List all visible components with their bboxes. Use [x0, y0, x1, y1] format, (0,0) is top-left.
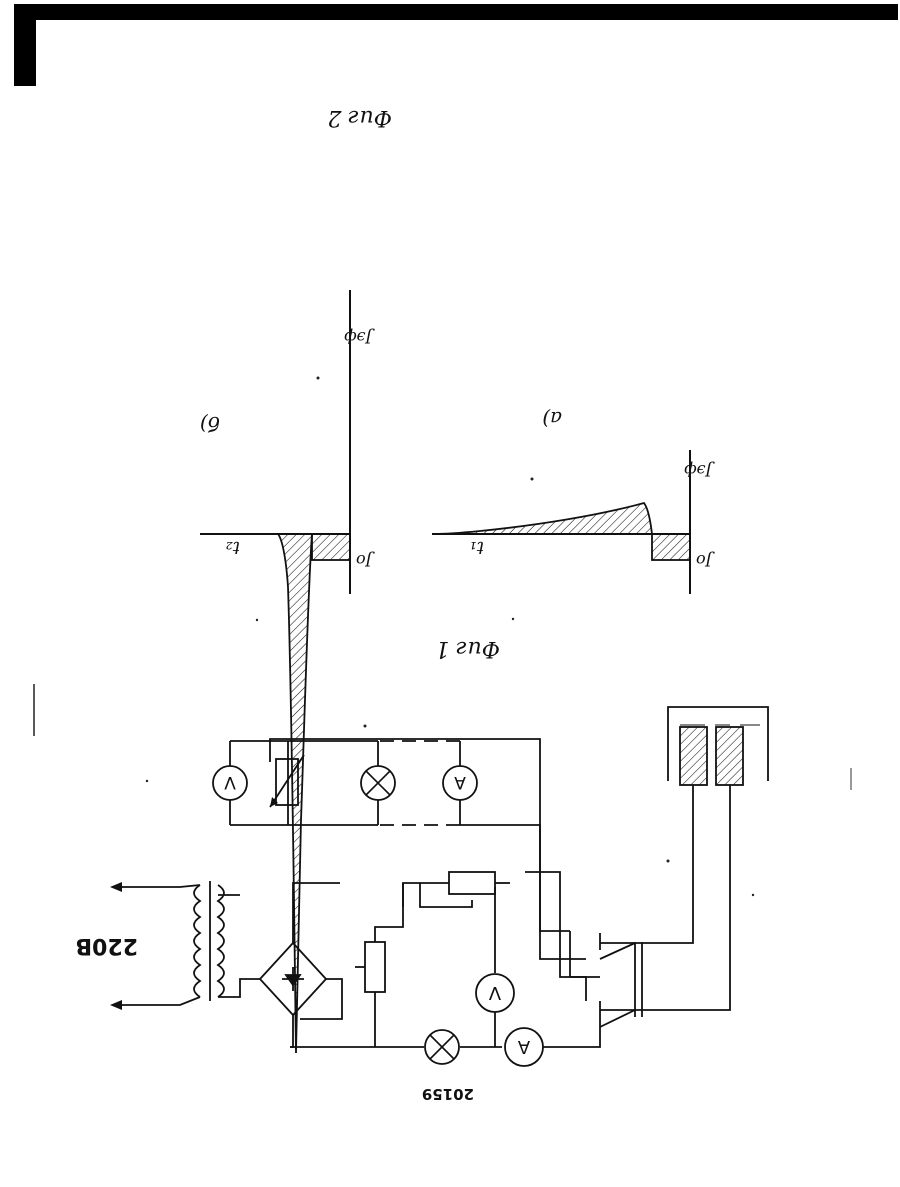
electrode-right — [680, 727, 707, 785]
wire-main-1 — [543, 1019, 600, 1047]
ammeter-1: A — [505, 1028, 543, 1066]
graph-b: Jэф Jо t₂ б) — [200, 290, 375, 1053]
graph-a-y-label-top: Jэф — [684, 461, 715, 480]
graph-b-x-label: t₂ — [226, 537, 240, 558]
ammeter-2: A — [443, 766, 477, 800]
fig1-caption: Фиг 1 — [435, 636, 500, 661]
panel-b-label: б) — [200, 412, 220, 436]
graph-b-y-label-top: Jэф — [344, 328, 375, 347]
supply-lead-2 — [120, 885, 200, 887]
voltmeter-1: V — [476, 974, 514, 1012]
potentiometer — [449, 872, 495, 894]
fig2-caption: Фиг 2 — [327, 105, 392, 130]
svg-text:A: A — [517, 1036, 530, 1057]
potentiometer-slider — [420, 883, 472, 907]
panel-a-label: а) — [542, 407, 562, 431]
graph-a-y-label-bottom: Jо — [696, 551, 715, 570]
graph-a: Jэф Jо t₁ а) — [432, 407, 715, 594]
lamp-1 — [425, 1030, 459, 1064]
rectifier-bridge — [260, 943, 326, 1015]
lead-left-electrode — [600, 785, 730, 1010]
svg-text:A: A — [454, 772, 466, 792]
graph-b-y-label-bottom: Jо — [356, 551, 375, 570]
wire-branch-rheostat — [525, 872, 600, 977]
electrolytic-cell — [668, 707, 768, 785]
svg-text:V: V — [488, 982, 501, 1003]
document-number: 20159 — [422, 1085, 474, 1103]
lamp-2 — [361, 766, 395, 800]
variable-resistor — [365, 942, 385, 992]
supply-voltage-label: 220В — [75, 933, 138, 958]
scan-border — [14, 4, 898, 790]
supply-lead-1 — [120, 997, 200, 1005]
svg-text:V: V — [224, 772, 236, 792]
graph-a-negative-block — [652, 534, 690, 560]
graph-b-negative-block — [312, 534, 350, 560]
lead-right-electrode — [600, 785, 693, 943]
graph-a-decay-area — [432, 503, 652, 534]
graph-a-x-label: t₁ — [470, 537, 484, 558]
wire-outer-1 — [460, 825, 586, 959]
voltmeter-2: V — [213, 766, 247, 800]
electrode-left — [716, 727, 743, 785]
circuit-diagram — [110, 707, 768, 1047]
switch-block — [600, 933, 642, 1027]
